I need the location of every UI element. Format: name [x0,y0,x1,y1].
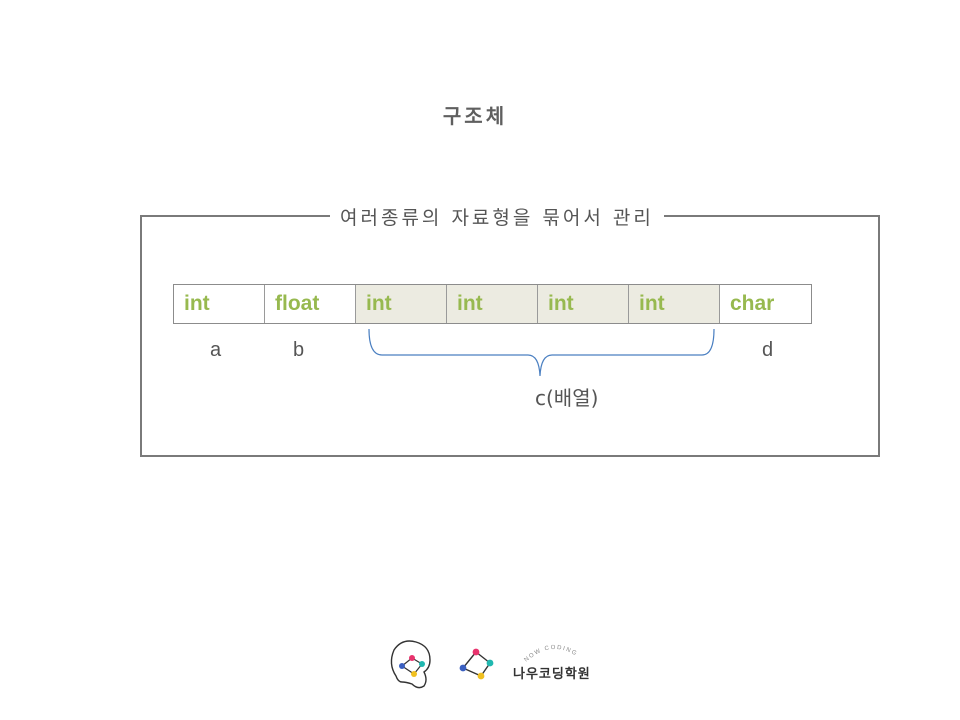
var-a-label: a [210,339,222,361]
academy-name: 나우코딩학원 [513,667,591,682]
cell-type: int [538,285,629,323]
var-b-label: b [293,339,305,361]
cell-type: int [447,285,538,323]
logo-tagline: NOW CODING [523,645,578,664]
memory-cells: int float int int int int char [173,284,812,324]
logo-tagline-text: NOW CODING [523,645,576,664]
cell-type: int [174,285,265,323]
cell-type: int [629,285,720,323]
academy-logo [390,640,494,689]
cell-type: int [356,285,447,323]
cell-type: float [265,285,356,323]
array-label: c(배열) [535,386,599,410]
array-brace [368,328,715,377]
cell-type: char [730,292,775,315]
var-d-label: d [762,339,774,361]
frame-label: 여러종류의 자료형을 묶어서 관리 [330,203,664,230]
page-title: 구조체 [442,104,508,128]
svg-text:NOW CODING: NOW CODING [523,645,578,664]
